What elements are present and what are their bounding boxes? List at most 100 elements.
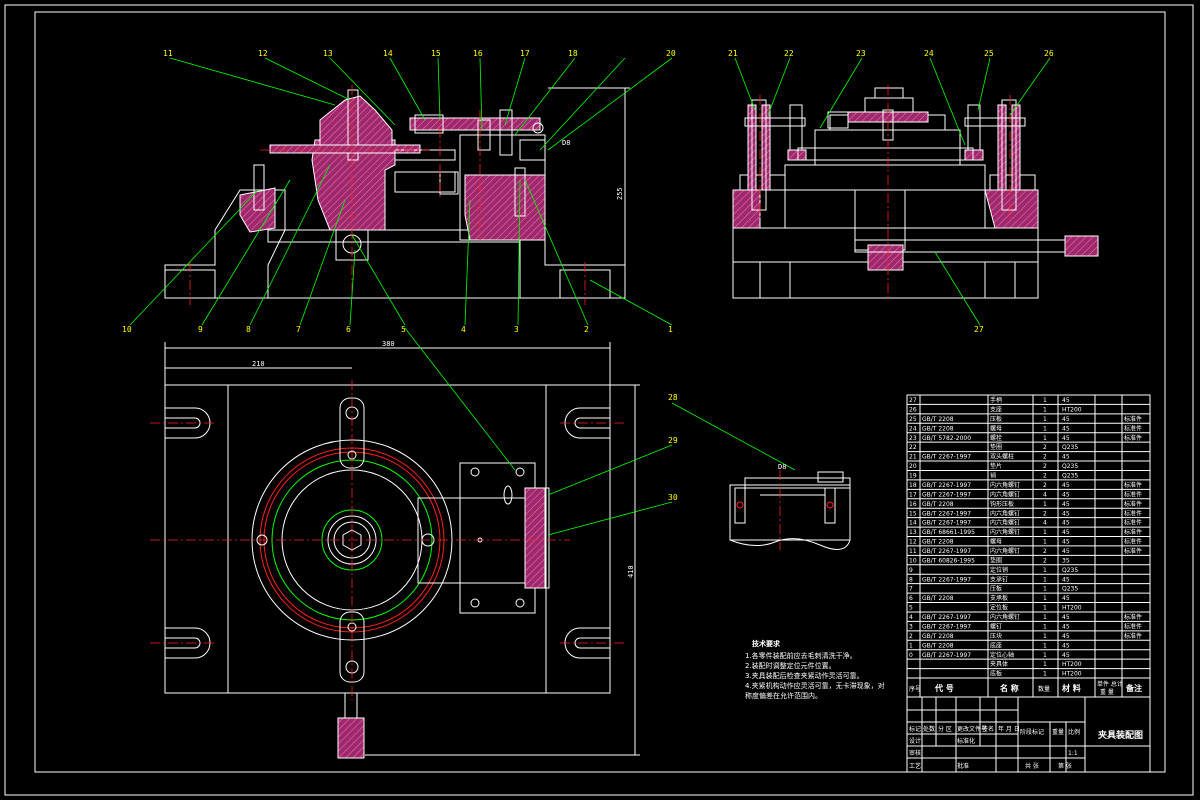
bom-cell-name: 支座 <box>990 406 1002 414</box>
bom-cell-code: GB/T 2267-1997 <box>922 614 971 621</box>
balloon-6: 6 <box>346 325 351 334</box>
bom-cell-name: 定位板 <box>990 604 1008 612</box>
bom-cell-note: 标准件 <box>1124 434 1142 442</box>
bom-cell-code: GB/T 60826-1995 <box>922 557 975 564</box>
bom-header-weight: 单件 总计 <box>1097 680 1123 688</box>
balloon-1: 1 <box>668 325 673 334</box>
bom-cell-mat: 45 <box>1062 633 1070 640</box>
front-view-balloons-bottom: 10 9 8 7 6 5 4 3 2 1 <box>122 325 673 334</box>
bom-cell-no: 6 <box>909 595 913 602</box>
bom-cell-note: 标准件 <box>1124 424 1142 432</box>
balloon-11: 11 <box>163 49 173 58</box>
tb-cell-weight: 重量 <box>1052 728 1064 736</box>
bom-cell-no: 5 <box>909 605 913 612</box>
bom-cell-name: 内六角螺钉 <box>990 509 1020 517</box>
bom-cell-code: GB/T 2208 <box>922 539 954 546</box>
balloon-8: 8 <box>246 325 251 334</box>
plan-view-leaders <box>404 327 796 536</box>
front-detail-tag: D8 <box>562 139 570 147</box>
drawing-title: 夹具装配图 <box>1098 729 1143 741</box>
bom-cell-no: 21 <box>909 454 917 461</box>
bom-cell-no: 12 <box>909 539 917 546</box>
bom-cell-name: 垫圈 <box>990 443 1002 451</box>
tb-cell-sheets: 共 张 <box>1025 762 1039 770</box>
bom-cell-code: GB/T 2267-1997 <box>922 576 971 583</box>
tb-cell-stage: 阶段标记 <box>1020 728 1044 736</box>
balloon-5a: 5 <box>401 325 406 334</box>
bom-cell-mat: 45 <box>1062 614 1070 621</box>
front-view-leaders <box>129 57 673 326</box>
bom-cell-qty: 2 <box>1043 454 1047 461</box>
bom-cell-qty: 2 <box>1043 510 1047 517</box>
note-line-2: 2.装配时调整定位元件位置。 <box>745 661 836 670</box>
balloon-21: 21 <box>728 49 738 58</box>
bom-cell-code: GB/T 2267-1997 <box>922 491 971 498</box>
bom-cell-name: 垫片 <box>990 462 1002 470</box>
bom-cell-code: GB/T 5782-2000 <box>922 435 971 442</box>
bom-cell-qty: 1 <box>1043 671 1047 678</box>
bom-cell-mat: 45 <box>1062 520 1070 527</box>
bom-cell-no: 19 <box>909 473 917 480</box>
note-line-4: 4.夹紧机构动作应灵活可靠，无卡滞现象，对 <box>745 681 885 690</box>
plan-dim-overall: 380 <box>382 340 395 348</box>
bom-cell-code: GB/T 2208 <box>922 642 954 649</box>
bom-cell-code: GB/T 2267-1997 <box>922 623 971 630</box>
bom-cell-note: 标准件 <box>1124 500 1142 508</box>
bom-cell-code: GB/T 2208 <box>922 425 954 432</box>
bom-cell-code: GB/T 2208 <box>922 595 954 602</box>
balloon-30: 30 <box>668 493 678 502</box>
balloon-13: 13 <box>323 49 333 58</box>
bom-cell-name: 垫圈 <box>990 556 1002 564</box>
balloon-28: 28 <box>668 393 678 402</box>
bom-cell-qty: 1 <box>1043 529 1047 536</box>
bom-cell-mat: HT200 <box>1062 605 1082 612</box>
bom-cell-no: 13 <box>909 529 917 536</box>
bom-cell-name: 螺钉 <box>990 622 1002 630</box>
bom-cell-no: 27 <box>909 397 917 404</box>
tb-cell-standard: 标准化 <box>957 737 975 745</box>
bom-cell-mat: 35 <box>1062 557 1070 564</box>
bom-cell-no: 22 <box>909 444 917 451</box>
bom-cell-code: GB/T 2267-1997 <box>922 454 971 461</box>
bom-cell-code: GB/T 68661-1995 <box>922 529 975 536</box>
technical-notes: 技术要求 1.各零件装配前应去毛刺清洗干净。 2.装配时调整定位元件位置。 3.… <box>745 639 885 700</box>
bom-cell-qty: 2 <box>1043 463 1047 470</box>
tb-cell-count: 处数 <box>923 725 935 733</box>
bom-cell-name: 螺母 <box>990 424 1002 432</box>
bom-cell-mat: 45 <box>1062 539 1070 546</box>
front-section-view: 255 D8 <box>164 85 630 305</box>
bom-header-code: 代 号 <box>934 683 954 693</box>
tb-cell-design: 设计 <box>909 737 921 745</box>
bom-cell-no: 9 <box>909 567 913 574</box>
bom-cell-note: 标准件 <box>1124 547 1142 555</box>
bom-cell-qty: 1 <box>1043 614 1047 621</box>
balloon-9: 9 <box>198 325 203 334</box>
balloon-20: 20 <box>666 49 676 58</box>
balloon-12: 12 <box>258 49 268 58</box>
bom-cell-name: 内六角螺钉 <box>990 481 1020 489</box>
bom-cell-qty: 1 <box>1043 586 1047 593</box>
bom-cell-no: 23 <box>909 435 917 442</box>
bom-cell-code: GB/T 2208 <box>922 501 954 508</box>
balloon-24: 24 <box>924 49 934 58</box>
bom-cell-mat: Q235 <box>1062 473 1078 480</box>
balloon-23: 23 <box>856 49 866 58</box>
bom-cell-qty: 1 <box>1043 633 1047 640</box>
tb-cell-zone: 分 区 <box>938 725 952 733</box>
plan-view: 380 210 410 <box>150 340 640 759</box>
bom-cell-name: 定位销 <box>990 566 1008 574</box>
bom-cell-no: 17 <box>909 491 917 498</box>
bom-cell-note: 标准件 <box>1124 481 1142 489</box>
side-view <box>732 85 1099 300</box>
bom-cell-name: 销 <box>990 472 996 480</box>
bom-cell-code: GB/T 2267-1997 <box>922 652 971 659</box>
bom-header-mat: 材 料 <box>1062 683 1081 693</box>
bom-cell-mat: 45 <box>1062 482 1070 489</box>
bom-header-no: 序号 <box>909 685 921 693</box>
bom-cell-note: 标准件 <box>1124 613 1142 621</box>
bom-cell-mat: 45 <box>1062 576 1070 583</box>
tb-cell-sheet: 第 张 <box>1058 762 1072 770</box>
tb-cell-sign: 签名 <box>982 725 994 733</box>
bom-cell-no: 2 <box>909 633 913 640</box>
